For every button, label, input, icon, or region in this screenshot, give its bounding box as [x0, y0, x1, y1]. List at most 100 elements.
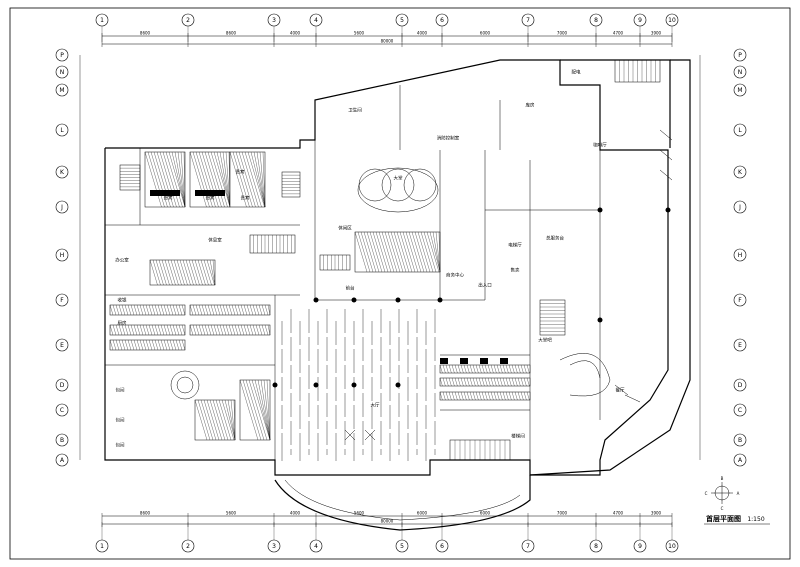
room-label: 贵宾 — [236, 169, 245, 176]
stairs — [119, 59, 661, 461]
east-label: A — [737, 491, 740, 496]
grid-row-bubble — [733, 83, 747, 97]
grid-col-bubble-label: 1 — [100, 17, 104, 24]
feature-fountain — [170, 167, 439, 400]
grid-row-bubble — [55, 378, 69, 392]
grid-row-bubble — [55, 123, 69, 137]
dimension-value: 5600 — [354, 31, 365, 36]
room-label: 咖啡厅 — [593, 142, 607, 149]
room-label: 库房 — [526, 102, 535, 109]
parquet-floor — [281, 309, 436, 461]
room-label: 前台 — [346, 285, 355, 292]
grid-row-bubble — [55, 65, 69, 79]
grid-row-bubble-label: P — [738, 52, 742, 59]
grid-row-bubble — [733, 48, 747, 62]
grid-row-bubble — [733, 338, 747, 352]
room-label: 休闲区 — [338, 225, 352, 232]
grid-col-bubble-label: 2 — [186, 17, 190, 24]
room-label: 大堂吧 — [538, 337, 552, 344]
total-dimension: 80000 — [381, 39, 394, 44]
room-label: 餐厅 — [616, 387, 625, 394]
grid-col-bubble-label: 8 — [594, 17, 598, 24]
grid-row-bubble-label: A — [60, 457, 65, 464]
grid-row-bubble-label: B — [738, 437, 742, 444]
grid-row-bubble — [55, 200, 69, 214]
internal-walls — [105, 85, 601, 460]
north-arrow: B C A C — [705, 476, 740, 511]
grid-row-bubble-label: D — [60, 382, 65, 389]
grid-row-bubble — [733, 248, 747, 262]
spiral-stair — [559, 353, 611, 397]
dimension-value: 7000 — [557, 31, 568, 36]
grid-row-bubble-label: F — [738, 297, 742, 304]
room-label: 卫生间 — [348, 107, 362, 114]
grid-col-bubble-label: 4 — [314, 17, 318, 24]
room-label: 大厅 — [371, 402, 380, 409]
dimension-value: 4000 — [417, 31, 428, 36]
grid-row-bubble-label: H — [738, 252, 743, 259]
grid-row-bubble — [55, 433, 69, 447]
grid-row-bubble — [55, 48, 69, 62]
grid-row-bubble — [733, 165, 747, 179]
room-label: 出入口 — [478, 282, 492, 289]
room-label: 包间 — [116, 417, 125, 424]
grid-row-bubble-label: N — [738, 69, 743, 76]
grid-row-bubble-label: K — [60, 169, 65, 176]
dimension-value: 5600 — [354, 511, 365, 516]
grid-row-bubble-label: K — [738, 169, 743, 176]
room-label: 大堂 — [394, 175, 403, 182]
room-label: 包间 — [116, 442, 125, 449]
grid-col-bubble-label: 7 — [526, 17, 530, 24]
grid-row-bubble-label: F — [60, 297, 64, 304]
grid-row-bubble — [55, 83, 69, 97]
room-label: 总服务台 — [546, 235, 564, 242]
grid-row-bubble-label: J — [738, 204, 741, 211]
dimension-value: 7000 — [557, 511, 568, 516]
room-label: 商务中心 — [446, 272, 464, 279]
grid-col-bubble-label: 3 — [272, 543, 276, 550]
grid-row-bubble-label: N — [60, 69, 65, 76]
grid-row-bubble-label: E — [738, 342, 742, 349]
grid-col-bubble-label: 6 — [440, 543, 444, 550]
grid-row-bubble-label: C — [738, 407, 742, 414]
grid-row-bubble — [733, 453, 747, 467]
total-dimension: 80000 — [381, 519, 394, 524]
grid-row-bubble-label: P — [60, 52, 64, 59]
dimension-value: 5600 — [226, 511, 237, 516]
structural-columns — [272, 207, 671, 388]
entrance-doors — [344, 129, 673, 441]
grid-row-bubble — [733, 433, 747, 447]
dimension-value: 3900 — [651, 511, 662, 516]
dimension-value: 4000 — [290, 511, 301, 516]
grid-row-bubble-label: D — [738, 382, 743, 389]
grid-col-bubble-label: 5 — [400, 17, 404, 24]
grid-col-bubble-label: 9 — [638, 543, 642, 550]
grid-row-bubble — [55, 248, 69, 262]
building-outline — [104, 59, 691, 531]
room-label: 贵宾 — [164, 195, 173, 202]
dimension-value: 4700 — [613, 31, 624, 36]
north-label: B — [721, 476, 724, 481]
room-label: 贵宾 — [206, 195, 215, 202]
grid-row-bubble-label: M — [59, 87, 64, 94]
grid-col-bubble-label: 2 — [186, 543, 190, 550]
room-label: 配电 — [572, 69, 581, 76]
room-label: 收银 — [118, 297, 127, 304]
room-label: 休息室 — [208, 237, 222, 244]
grid-row-bubble — [733, 378, 747, 392]
grid-row-bubble-label: L — [60, 127, 64, 134]
grid-row-bubble — [55, 453, 69, 467]
south-label: C — [721, 506, 724, 511]
room-label: 办公室 — [115, 257, 129, 264]
dimension-value: 8600 — [140, 31, 151, 36]
title-text: 首层平面图 — [706, 514, 741, 523]
grid-col-bubble-label: 4 — [314, 543, 318, 550]
grid-row-bubble — [55, 338, 69, 352]
grid-row-bubble — [733, 293, 747, 307]
room-label: 消防控制室 — [437, 135, 460, 142]
grid-row-bubble — [733, 403, 747, 417]
